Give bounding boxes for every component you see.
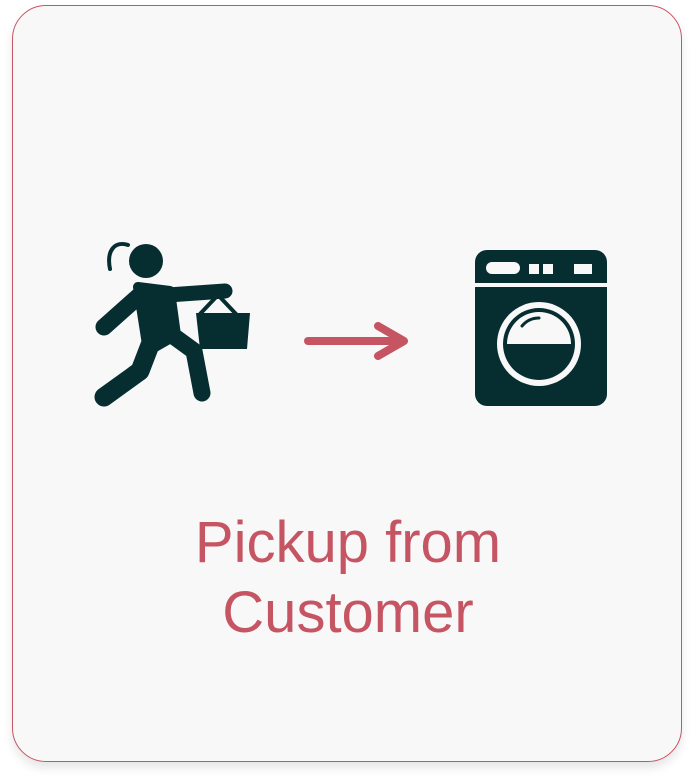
washing-machine-icon (475, 250, 607, 406)
card-title-line1: Pickup from (194, 510, 502, 575)
card-title-line2: Customer (222, 580, 474, 645)
person-carrying-basket-icon (94, 242, 250, 407)
right-arrow-icon (304, 322, 408, 360)
card-title: Pickup from Customer (0, 508, 696, 648)
